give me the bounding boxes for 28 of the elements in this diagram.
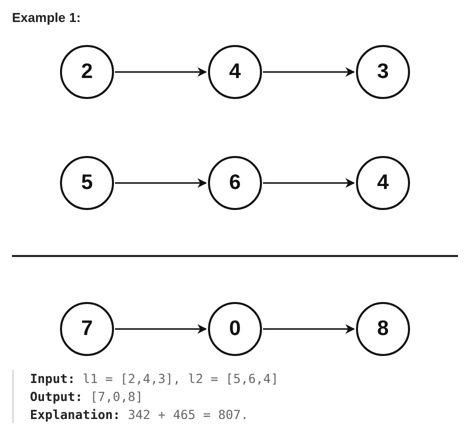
code-line: Input: l1 = [2,4,3], l2 = [5,6,4] — [30, 370, 280, 387]
node-value: 2 — [81, 60, 93, 84]
title: Example 1: — [12, 10, 81, 25]
node-value: 6 — [229, 171, 241, 195]
node-circle — [356, 156, 410, 210]
arrow — [115, 324, 207, 334]
node-circle — [60, 302, 114, 356]
node-value: 0 — [229, 317, 241, 341]
arrow — [263, 178, 355, 188]
node-circle — [208, 302, 262, 356]
node-circle — [208, 156, 262, 210]
node-value: 4 — [377, 171, 389, 195]
code-line: Output: [7,0,8] — [30, 388, 144, 405]
arrow — [263, 324, 355, 334]
arrow — [263, 67, 355, 77]
node-value: 8 — [377, 317, 389, 341]
code-line: Explanation: 342 + 465 = 807. — [30, 406, 250, 423]
node-circle — [60, 156, 114, 210]
node-value: 5 — [81, 171, 93, 195]
arrow — [115, 67, 207, 77]
node-circle — [356, 302, 410, 356]
node-value: 4 — [229, 60, 241, 84]
arrow — [115, 178, 207, 188]
node-value: 3 — [377, 60, 389, 84]
node-value: 7 — [81, 317, 93, 341]
node-circle — [60, 45, 114, 99]
node-circle — [208, 45, 262, 99]
node-circle — [356, 45, 410, 99]
